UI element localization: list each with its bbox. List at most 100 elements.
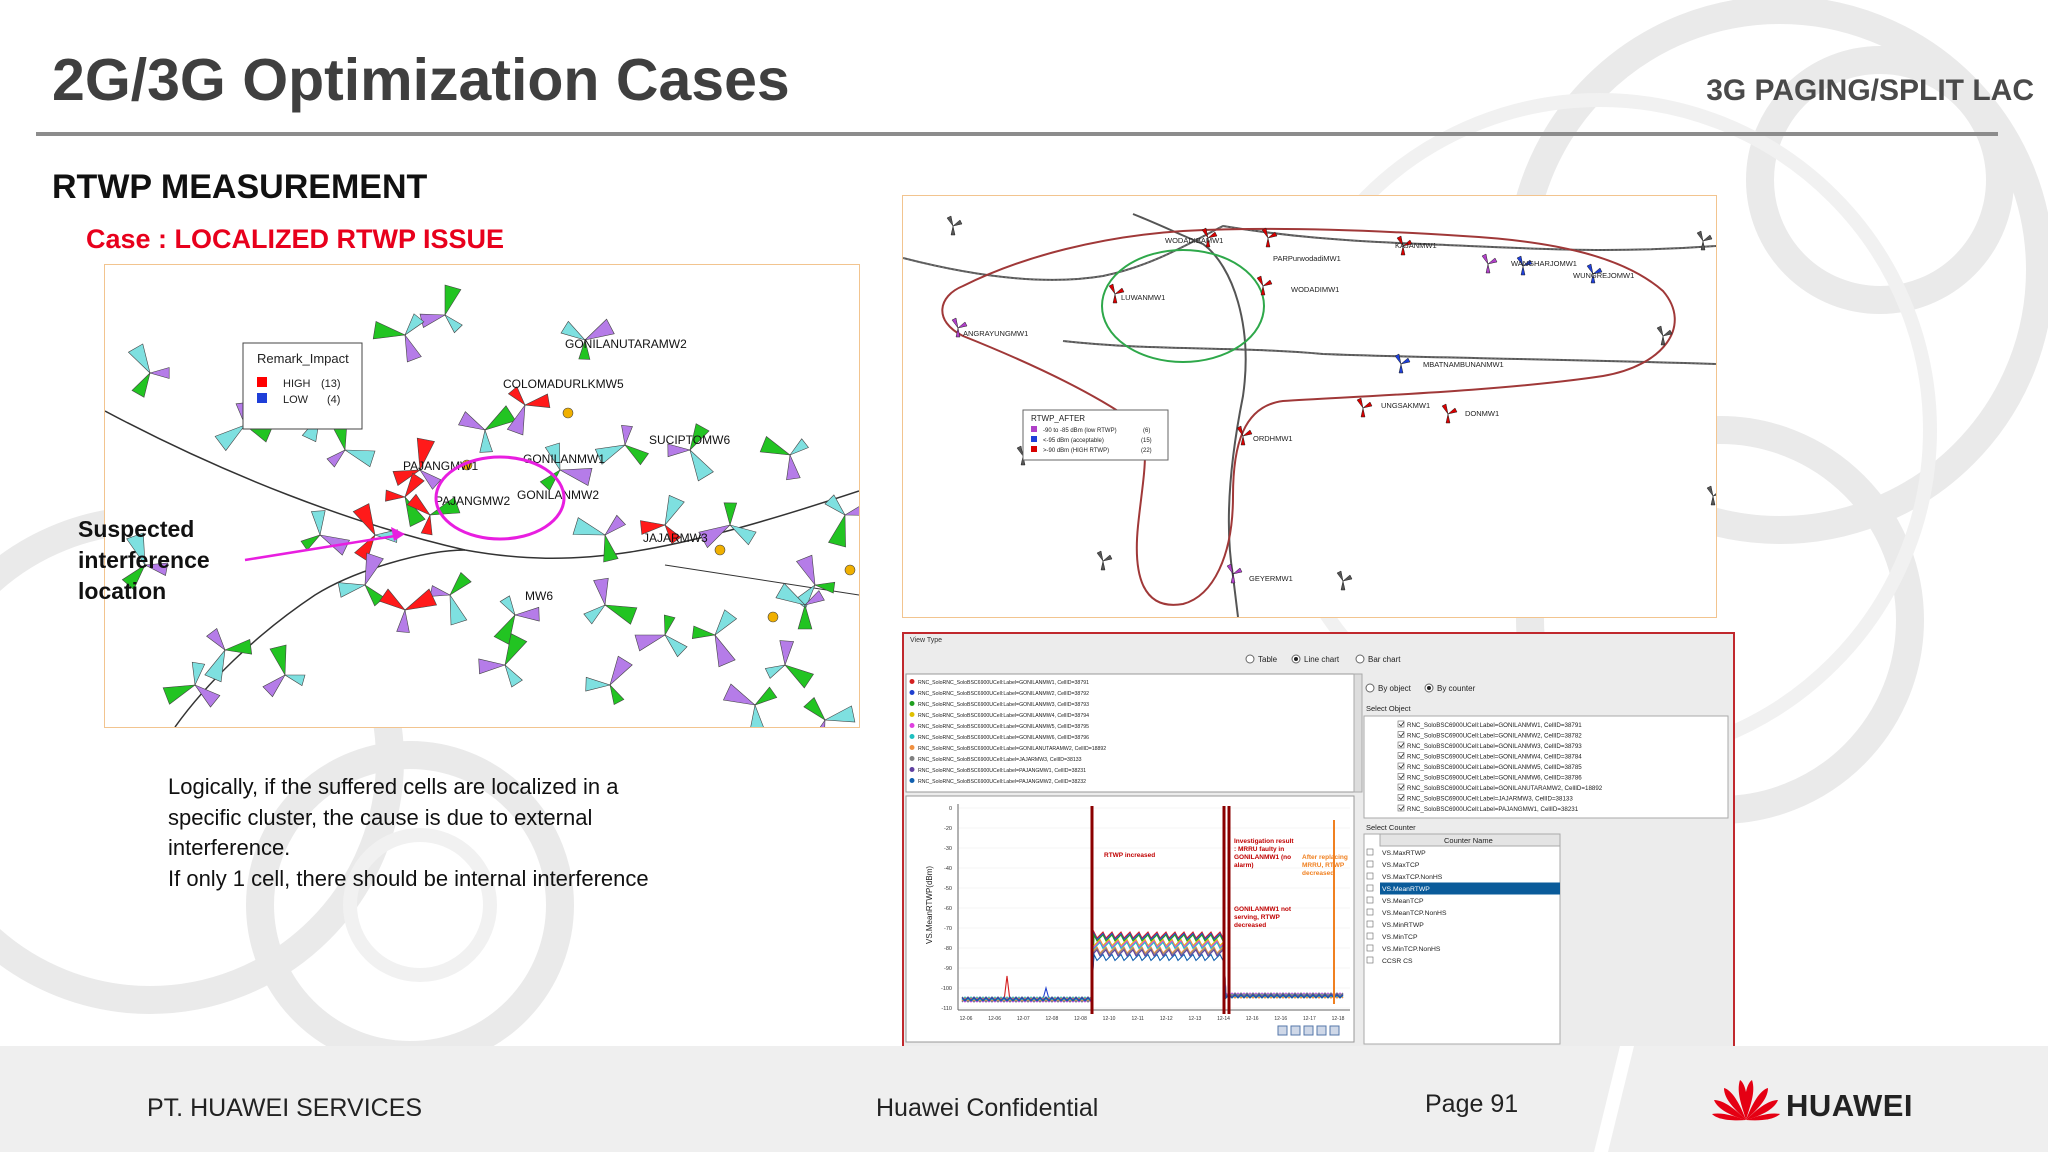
footer-company: PT. HUAWEI SERVICES <box>147 1094 423 1122</box>
series-legend-list[interactable] <box>905 673 1355 793</box>
view-option-bar-chart[interactable]: Bar chart <box>1368 655 1401 664</box>
series-legend-item[interactable]: RNC_SoloRNC_SoloBSC6900UCell:Label=PAJAN… <box>918 779 1086 785</box>
x-tick-label: 12-14 <box>1217 1016 1230 1022</box>
counter-radio[interactable] <box>1366 920 1374 928</box>
site-sector-cluster <box>634 614 688 658</box>
object-checkbox[interactable] <box>1397 752 1405 759</box>
object-list-item[interactable]: RNC_SoloBSC6900UCell:Label=GONILANMW3, C… <box>1407 743 1582 750</box>
object-checkbox[interactable] <box>1397 741 1405 749</box>
counter-list-item[interactable]: VS.MaxRTWP <box>1382 850 1426 857</box>
counter-radio[interactable] <box>1366 860 1374 868</box>
counter-radio[interactable] <box>1366 932 1374 940</box>
series-legend-item[interactable]: RNC_SoloRNC_SoloBSC6900UCell:Label=JAJAR… <box>918 757 1082 763</box>
site-label: ANGRAYUNGMW1 <box>963 329 1028 338</box>
y-tick-label: -40 <box>944 866 952 872</box>
series-legend-item[interactable]: RNC_SoloRNC_SoloBSC6900UCell:Label=GONIL… <box>918 691 1089 697</box>
site-marker <box>1261 227 1278 248</box>
pan-icon[interactable] <box>1303 1025 1314 1036</box>
series-legend-items: RNC_SoloRNC_SoloBSC6900UCell:Label=GONIL… <box>909 679 1106 785</box>
site-marker <box>1656 325 1673 346</box>
object-list-item[interactable]: RNC_SoloBSC6900UCell:Label=GONILANUTARAM… <box>1407 785 1603 792</box>
radio-by-counter-dot <box>1427 686 1431 690</box>
section-subheading: RTWP MEASUREMENT <box>52 168 428 206</box>
annotation-investigation: Investigation result : MRRU faulty in GO… <box>1234 838 1294 869</box>
radio-table[interactable] <box>1245 654 1255 664</box>
series-legend-item[interactable]: RNC_SoloRNC_SoloBSC6900UCell:Label=PAJAN… <box>918 768 1086 774</box>
object-checkbox[interactable] <box>1397 762 1405 770</box>
y-tick-label: -90 <box>944 966 952 972</box>
counter-list[interactable] <box>1363 833 1561 1045</box>
huawei-logo-icon <box>1712 1080 1780 1121</box>
site-sector-cluster <box>759 436 809 481</box>
site-sector-cluster <box>352 503 398 562</box>
x-tick-label: 12-06 <box>960 1016 973 1022</box>
counter-list-item[interactable]: VS.MaxTCP.NonHS <box>1382 874 1443 881</box>
series-legend-item[interactable]: RNC_SoloRNC_SoloBSC6900UCell:Label=GONIL… <box>918 702 1089 708</box>
legend-label-high: HIGH <box>283 378 311 390</box>
object-list-item[interactable]: RNC_SoloBSC6900UCell:Label=GONILANMW4, C… <box>1407 754 1582 761</box>
object-checkbox[interactable] <box>1397 720 1405 728</box>
radio-by-object[interactable] <box>1365 683 1375 693</box>
mode-by-object[interactable]: By object <box>1378 684 1412 693</box>
object-checkbox[interactable] <box>1397 804 1405 812</box>
counter-list-item[interactable]: CCSR CS <box>1382 958 1413 965</box>
y-tick-label: -20 <box>944 826 952 832</box>
annotation-cell-not-serving: GONILANMW1 not serving, RTWP decreased <box>1234 906 1291 929</box>
counter-list-item[interactable]: VS.MeanTCP <box>1382 898 1424 905</box>
rtwp-after-map: WODADIBAMW1 PARPurwodadiMW1 KAJANMW1 WAN… <box>902 195 1717 618</box>
site-sector-cluster <box>583 577 638 625</box>
series-legend-item[interactable]: RNC_SoloRNC_SoloBSC6900UCell:Label=GONIL… <box>918 724 1089 730</box>
performance-chart-window: View Type Table Line chart Bar chart RNC… <box>902 632 1735 1050</box>
x-tick-label: 12-12 <box>1160 1016 1173 1022</box>
legend-count: (6) <box>1143 428 1150 434</box>
site-label: GONILANUTARAMW2 <box>565 337 687 351</box>
object-list-item[interactable]: RNC_SoloBSC6900UCell:Label=GONILANMW2, C… <box>1407 733 1582 740</box>
series-legend-item[interactable]: RNC_SoloRNC_SoloBSC6900UCell:Label=GONIL… <box>918 735 1089 741</box>
zoom-out-icon[interactable] <box>1290 1025 1301 1036</box>
view-option-table[interactable]: Table <box>1258 655 1278 664</box>
series-legend-item[interactable]: RNC_SoloRNC_SoloBSC6900UCell:Label=GONIL… <box>918 680 1089 686</box>
legend-rtwp-after: RTWP_AFTER -90 to -85 dBm (low RTWP) (6)… <box>1022 409 1169 461</box>
refresh-icon[interactable] <box>1316 1025 1327 1036</box>
counter-list-item[interactable]: VS.MaxTCP <box>1382 862 1420 869</box>
counter-list-item[interactable]: VS.MinTCP <box>1382 934 1418 941</box>
object-list-item[interactable]: RNC_SoloBSC6900UCell:Label=JAJARMW3, Cel… <box>1407 796 1573 803</box>
site-label: WODADIMW1 <box>1291 285 1339 294</box>
site-label: ORDHMW1 <box>1253 434 1293 443</box>
series-list-scrollbar[interactable] <box>1353 673 1363 793</box>
counter-radio[interactable] <box>1366 872 1374 880</box>
object-checkbox[interactable] <box>1397 783 1405 791</box>
radio-bar-chart[interactable] <box>1355 654 1365 664</box>
object-list-item[interactable]: RNC_SoloBSC6900UCell:Label=GONILANMW1, C… <box>1407 722 1582 729</box>
object-list-item[interactable]: RNC_SoloBSC6900UCell:Label=GONILANMW5, C… <box>1407 764 1582 771</box>
counter-radio[interactable] <box>1366 944 1374 952</box>
counter-list-item[interactable]: VS.MinRTWP <box>1382 922 1424 929</box>
view-option-line-chart[interactable]: Line chart <box>1304 655 1340 664</box>
site-label: WODADIBAMW1 <box>1165 236 1223 245</box>
legend-title: RTWP_AFTER <box>1031 414 1085 423</box>
counter-radio[interactable] <box>1366 956 1374 964</box>
series-legend-item[interactable]: RNC_SoloRNC_SoloBSC6900UCell:Label=GONIL… <box>918 713 1089 719</box>
object-checkbox[interactable] <box>1397 731 1405 738</box>
site-marker <box>1696 230 1713 251</box>
counter-radio[interactable] <box>1366 896 1374 904</box>
counter-list-item[interactable]: VS.MeanTCP.NonHS <box>1382 910 1447 917</box>
explanation-line: If only 1 cell, there should be internal… <box>168 865 649 891</box>
object-list-item[interactable]: RNC_SoloBSC6900UCell:Label=PAJANGMW1, Ce… <box>1407 806 1579 813</box>
counter-radio[interactable] <box>1366 884 1374 892</box>
zoom-in-icon[interactable] <box>1277 1025 1288 1036</box>
object-checkbox[interactable] <box>1397 794 1405 801</box>
series-legend-item[interactable]: RNC_SoloRNC_SoloBSC6900UCell:Label=GONIL… <box>918 746 1106 752</box>
object-checkbox[interactable] <box>1397 773 1405 780</box>
site-label: SUCIPTOMW6 <box>649 433 730 447</box>
mode-by-counter[interactable]: By counter <box>1437 684 1476 693</box>
counter-list-header: Counter Name <box>1444 836 1493 845</box>
counter-list-item[interactable]: VS.MinTCP.NonHS <box>1382 946 1441 953</box>
object-list-item[interactable]: RNC_SoloBSC6900UCell:Label=GONILANMW6, C… <box>1407 775 1582 782</box>
site-label: PAJANGMW2 <box>435 494 510 508</box>
export-icon[interactable] <box>1329 1025 1340 1036</box>
counter-list-item[interactable]: VS.MeanRTWP <box>1382 886 1430 893</box>
counter-radio[interactable] <box>1366 848 1374 856</box>
object-list[interactable] <box>1363 715 1729 819</box>
counter-radio[interactable] <box>1366 908 1374 916</box>
